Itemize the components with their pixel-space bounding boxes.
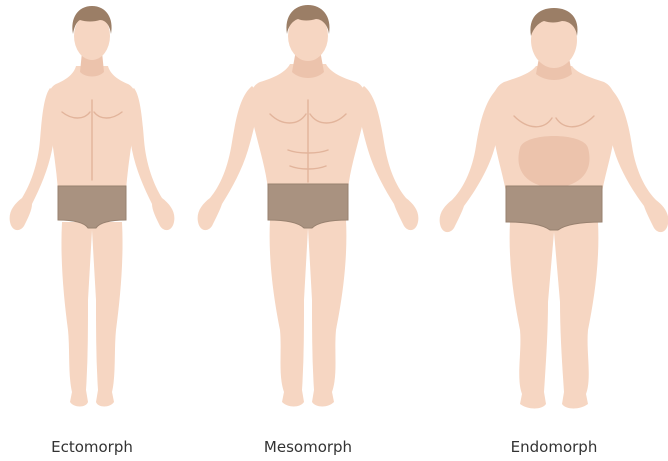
ectomorph-legs (61, 222, 122, 407)
endomorph-label: Endomorph (474, 438, 634, 456)
mesomorph-label: Mesomorph (228, 438, 388, 456)
mesomorph-legs (270, 220, 347, 407)
mesomorph-figure (198, 5, 419, 407)
ectomorph-briefs (58, 186, 126, 228)
ectomorph-label: Ectomorph (12, 438, 172, 456)
ectomorph-figure (10, 6, 175, 407)
endomorph-legs (510, 222, 599, 409)
endomorph-figure (440, 8, 668, 409)
